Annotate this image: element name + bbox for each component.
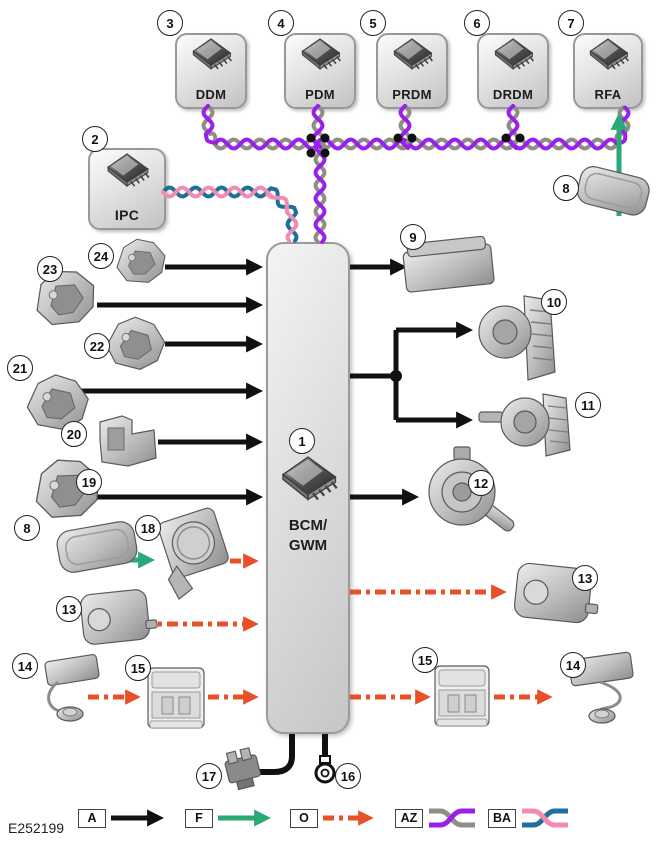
lamp-left-icon — [80, 589, 158, 645]
module-drdm: DRDM — [477, 33, 549, 109]
callout-part-19: 19 — [76, 469, 102, 495]
module-prdm: PRDM — [376, 33, 448, 109]
twisted-pair-wire — [313, 138, 327, 244]
legend-key-o: O — [290, 808, 318, 828]
antenna-left-icon — [44, 654, 100, 722]
callout-ddm: 3 — [157, 10, 183, 36]
module-bcm-gwm: BCM/GWM — [266, 242, 350, 734]
callout-bcm: 1 — [289, 428, 315, 454]
twisted-pair-wire — [398, 104, 412, 150]
callout-ipc: 2 — [82, 126, 108, 152]
fuse-icon — [224, 747, 261, 791]
legend-item-hardwired: A — [78, 806, 175, 830]
twisted-pair-wire — [161, 185, 299, 243]
twisted-pair-wire — [311, 104, 325, 150]
module-drdm-label: DRDM — [492, 87, 534, 102]
callout-part-22: 22 — [84, 333, 110, 359]
callout-module-left: 15 — [125, 655, 151, 681]
chip-icon — [297, 35, 343, 71]
callout-lamp-right: 13 — [572, 565, 598, 591]
callout-siren: 12 — [468, 470, 494, 496]
twisted-pair-wire — [311, 104, 325, 150]
twisted-pair-wire — [201, 104, 631, 151]
ring-terminal-icon — [314, 755, 336, 784]
callout-fuse: 17 — [196, 763, 222, 789]
legend-key-ba: BA — [488, 808, 516, 828]
callout-key-fob-left: 8 — [14, 515, 40, 541]
legend-key-a: A — [78, 808, 106, 828]
chip-icon — [188, 35, 234, 71]
bus-twisted-pair-wires — [161, 104, 631, 244]
twisted-pair-wire — [161, 185, 299, 243]
module-pdm-label: PDM — [305, 87, 335, 102]
callout-part-24: 24 — [88, 243, 114, 269]
module-right-icon — [434, 665, 490, 727]
module-ipc: IPC — [88, 148, 166, 230]
callout-pdm: 4 — [268, 10, 294, 36]
twisted-pair-wire — [313, 138, 327, 244]
callout-key-fob-top: 8 — [553, 175, 579, 201]
module-bcm-gwm-label: BCM/GWM — [288, 517, 328, 555]
callout-ground: 16 — [335, 763, 361, 789]
legend-item-ba-bus: BA — [488, 806, 571, 830]
twisted-pair-wire — [506, 104, 520, 150]
key-fob-top-icon — [576, 166, 650, 216]
legend-key-f: F — [185, 808, 213, 828]
callout-antenna-unit: 18 — [135, 515, 161, 541]
antenna-unit-icon — [158, 507, 229, 601]
callout-antenna-left: 14 — [12, 653, 38, 679]
callout-rfa: 7 — [558, 10, 584, 36]
module-rfa-label: RFA — [594, 87, 622, 102]
twisted-pair-wire — [506, 104, 520, 150]
module-pdm: PDM — [284, 33, 356, 109]
module-prdm-label: PRDM — [392, 87, 432, 102]
legend-twisted-pair-ba-sample — [522, 808, 568, 828]
callout-part-23: 23 — [37, 256, 63, 282]
callout-horn-1: 10 — [541, 289, 567, 315]
callout-part-21: 21 — [7, 355, 33, 381]
legend-key-az: AZ — [395, 808, 423, 828]
legend-orange-dashed-sample — [323, 810, 374, 826]
legend-item-az-bus: AZ — [395, 806, 478, 830]
twisted-pair-wire — [398, 104, 412, 150]
callout-prdm: 5 — [360, 10, 386, 36]
legend-item-lin: O — [290, 806, 385, 830]
legend-black-arrow-sample — [111, 809, 165, 827]
bracket-20-icon — [99, 415, 157, 467]
chip-icon — [102, 150, 152, 188]
callout-part-20: 20 — [61, 421, 87, 447]
chip-icon — [490, 35, 536, 71]
callout-horn-2: 11 — [575, 392, 601, 418]
key-fob-left-icon — [56, 521, 138, 573]
module-rfa: RFA — [573, 33, 643, 109]
callout-module-right: 15 — [412, 647, 438, 673]
callout-receiver: 9 — [400, 224, 426, 250]
chip-icon — [585, 35, 631, 71]
callout-antenna-right: 14 — [560, 652, 586, 678]
callout-drdm: 6 — [464, 10, 490, 36]
latch-22-icon — [103, 312, 169, 374]
module-left-icon — [147, 667, 205, 729]
chip-icon — [275, 452, 341, 502]
figure-id: E252199 — [8, 820, 65, 836]
callout-lamp-left: 13 — [56, 596, 82, 622]
legend-twisted-pair-az-sample — [429, 808, 475, 828]
legend-item-rf: F — [185, 806, 282, 830]
horn-low-icon — [478, 393, 571, 457]
module-ddm: DDM — [175, 33, 247, 109]
legend-green-arrow-sample — [218, 809, 272, 827]
twisted-pair-wire — [201, 104, 631, 151]
latch-24-icon — [116, 238, 166, 283]
module-ddm-label: DDM — [195, 87, 227, 102]
module-ipc-label: IPC — [114, 207, 140, 223]
chip-icon — [389, 35, 435, 71]
